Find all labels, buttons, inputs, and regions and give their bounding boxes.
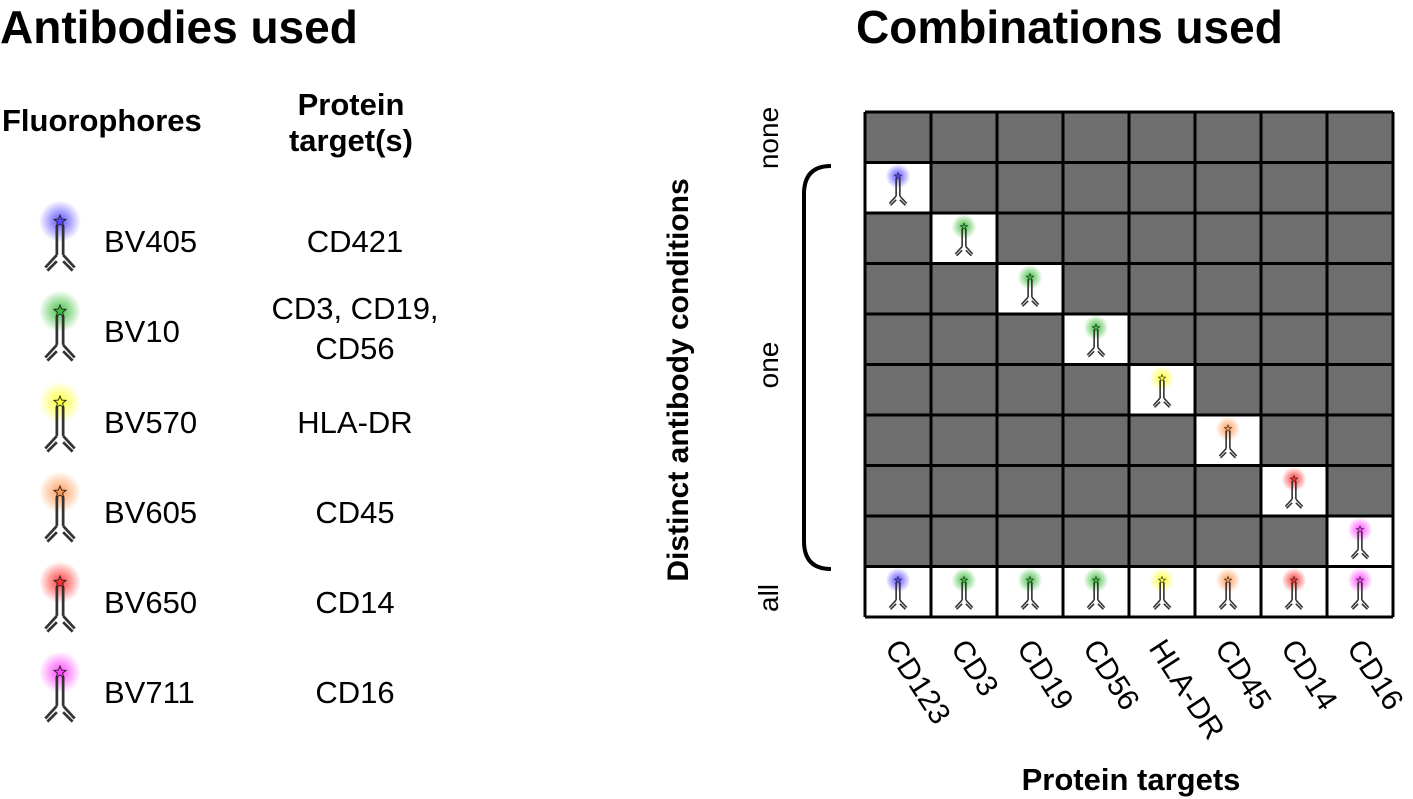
column-label-cd56: CD56 — [1076, 634, 1145, 716]
grid-antibody-icon — [1149, 567, 1175, 610]
bracket-path — [802, 164, 832, 571]
fluorophore-label: BV10 — [104, 314, 180, 349]
grid-antibody-icon — [951, 214, 977, 257]
row-label-none: none — [753, 107, 784, 169]
protein-target-label: CD3, CD19, CD56 — [250, 289, 460, 370]
grid-antibody-icon — [1281, 567, 1307, 610]
column-label-cd19: CD19 — [1010, 634, 1079, 716]
protein-target-line: HLA-DR — [297, 405, 413, 440]
protein-header-line2: target(s) — [288, 122, 413, 158]
antibody-icon — [39, 290, 81, 362]
x-axis-label: Protein targets — [1022, 762, 1241, 797]
protein-target-label: CD421 — [250, 222, 460, 262]
protein-target-line: CD16 — [315, 675, 395, 710]
right-title: Combinations used — [856, 1, 1283, 53]
grid-antibody-icon — [1347, 567, 1373, 610]
antibody-icon — [39, 651, 81, 723]
row-label-one: one — [753, 342, 784, 389]
protein-target-label: CD14 — [250, 583, 460, 623]
protein-target-label: HLA-DR — [250, 403, 460, 443]
protein-target-label: CD16 — [250, 673, 460, 713]
column-label-cd14: CD14 — [1274, 634, 1343, 716]
column-label-cd3: CD3 — [944, 634, 1004, 702]
protein-header-line1: Protein — [297, 87, 405, 122]
grid-antibody-icon — [1281, 466, 1307, 509]
protein-target-line: CD45 — [315, 495, 395, 530]
grid-antibody-icon — [1083, 567, 1109, 610]
fluorophore-label: BV605 — [104, 495, 198, 530]
protein-target-line: CD14 — [315, 585, 395, 620]
grid-antibody-icon — [1347, 517, 1373, 560]
grid-antibody-icon — [1149, 365, 1175, 408]
antibody-icon — [39, 200, 81, 272]
grid-antibody-icon — [885, 567, 911, 610]
protein-target-line: CD3, CD19, — [271, 291, 439, 326]
column-label-cd16: CD16 — [1340, 634, 1409, 716]
fluorophores-header: Fluorophores — [2, 103, 202, 138]
fluorophore-label: BV405 — [104, 224, 198, 259]
row-bracket — [802, 164, 832, 571]
antibody-icon — [39, 471, 81, 543]
left-title: Antibodies used — [0, 1, 358, 53]
grid-antibody-icon — [885, 163, 911, 206]
antibody-icon — [39, 381, 81, 453]
column-label-cd45: CD45 — [1208, 634, 1277, 716]
y-axis-label: Distinct antibody conditions — [662, 178, 695, 581]
grid-antibody-icon — [1083, 315, 1109, 358]
grid-antibody-icon — [1017, 567, 1043, 610]
grid-layer — [863, 110, 1395, 619]
grid-antibody-icon — [1215, 416, 1241, 459]
fluorophore-label: BV650 — [104, 585, 198, 620]
protein-target-line: CD421 — [306, 224, 404, 259]
protein-targets-header: Protein target(s) — [266, 87, 436, 158]
column-label-cd123: CD123 — [878, 634, 957, 730]
grid-antibody-icon — [1215, 567, 1241, 610]
protein-target-label: CD45 — [250, 493, 460, 533]
fluorophore-label: BV570 — [104, 405, 198, 440]
row-label-all: all — [753, 584, 784, 612]
fluorophore-label: BV711 — [104, 675, 195, 710]
grid-antibody-icon — [951, 567, 977, 610]
antibody-icon — [39, 561, 81, 633]
grid-antibody-icon — [1017, 264, 1043, 307]
protein-target-line: CD56 — [315, 331, 395, 367]
